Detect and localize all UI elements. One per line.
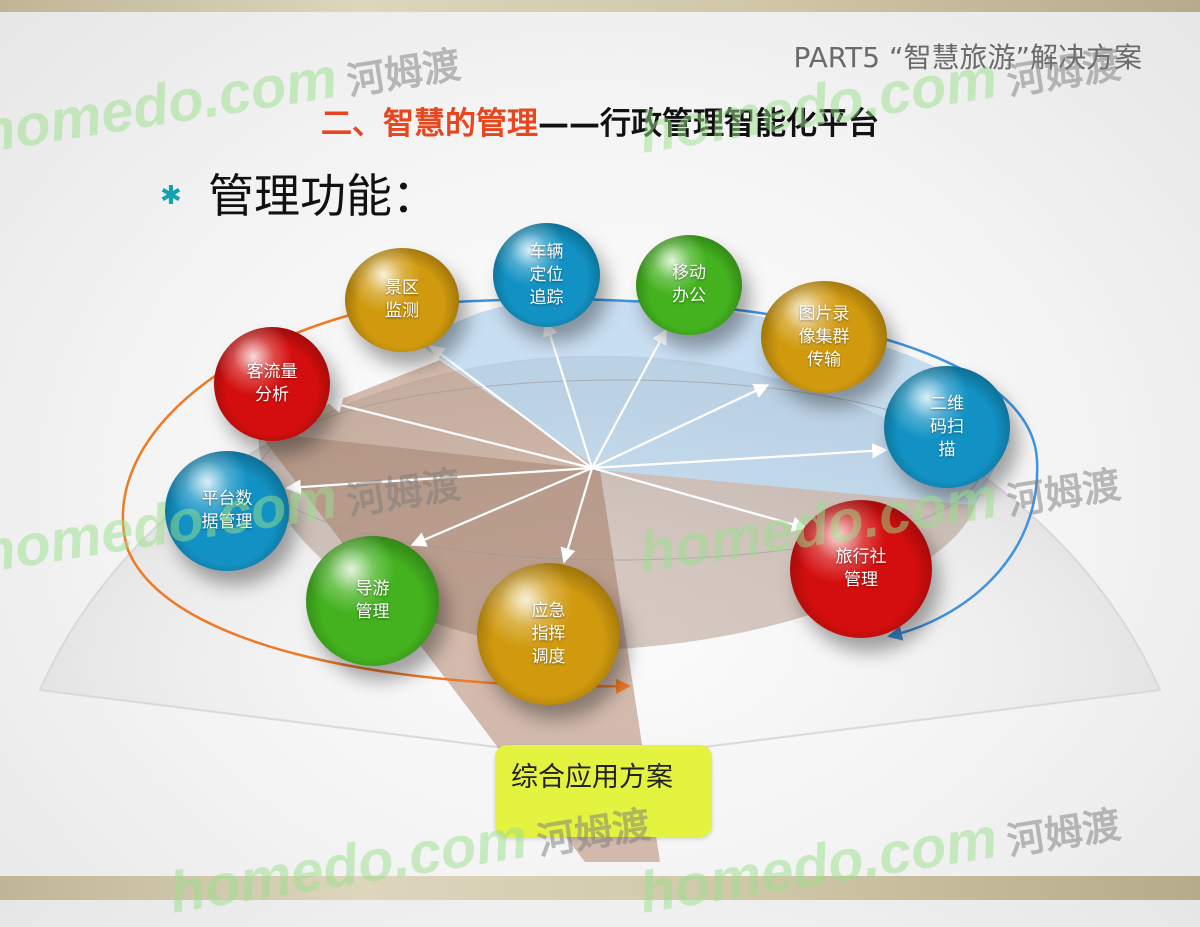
- node-scenic-monitoring[interactable]: 景区监测: [345, 248, 459, 352]
- slide-title-red: 二、智慧的管理: [321, 106, 538, 142]
- node-agency-management[interactable]: 旅行社管理: [790, 500, 932, 638]
- arrow-to-qrcode: [591, 443, 888, 470]
- top-decor-band: [0, 0, 1200, 12]
- arrow-to-guide: [410, 466, 593, 547]
- node-label: 客流量分析: [246, 362, 298, 405]
- bottom-decor-band: [0, 876, 1200, 900]
- node-label: 图片录像集群传输: [798, 303, 850, 370]
- node-visitor-flow[interactable]: 客流量分析: [214, 327, 330, 441]
- arrow-to-platform: [285, 466, 593, 495]
- arrow-to-flow: [326, 397, 593, 470]
- node-mobile-office[interactable]: 移动办公: [636, 235, 742, 335]
- asterisk-bullet-icon: ✱: [160, 181, 182, 211]
- node-label: 车辆定位追踪: [529, 241, 564, 308]
- hub-arrows: [285, 320, 888, 564]
- node-label: 应急指挥调度: [531, 600, 566, 667]
- slide-title: 二、智慧的管理——行政管理智能化平台: [0, 98, 1200, 143]
- node-media-transfer[interactable]: 图片录像集群传输: [761, 281, 887, 393]
- node-label: 移动办公: [672, 263, 706, 306]
- arrow-to-emergency: [560, 467, 594, 564]
- node-vehicle-tracking[interactable]: 车辆定位追踪: [493, 223, 600, 327]
- brown-cone: [258, 360, 660, 862]
- section-heading: 管理功能：: [208, 169, 438, 223]
- node-label: 导游管理: [355, 579, 390, 622]
- arrow-to-vehicle: [542, 320, 594, 469]
- slide-title-black: ——行政管理智能化平台: [538, 106, 879, 142]
- node-platform-data[interactable]: 平台数据管理: [165, 451, 289, 571]
- part-label: PART5 “智慧旅游”解决方案: [793, 41, 1143, 74]
- node-qr-scanning[interactable]: 二维码扫描: [884, 366, 1010, 488]
- node-label: 二维码扫描: [930, 393, 964, 460]
- arrow-to-agency: [591, 466, 808, 532]
- result-box: 综合应用方案: [495, 745, 712, 837]
- arrow-to-scenic: [428, 345, 593, 469]
- result-label: 综合应用方案: [511, 762, 673, 793]
- node-emergency-dispatch[interactable]: 应急指挥调度: [477, 563, 620, 705]
- arrow-to-mobile: [591, 328, 667, 469]
- node-label: 景区监测: [385, 278, 419, 321]
- node-label: 旅行社管理: [835, 547, 887, 590]
- arrow-to-media: [591, 383, 770, 469]
- orange-arc: [121, 313, 631, 694]
- node-label: 平台数据管理: [201, 489, 253, 532]
- node-guide-management[interactable]: 导游管理: [306, 536, 439, 666]
